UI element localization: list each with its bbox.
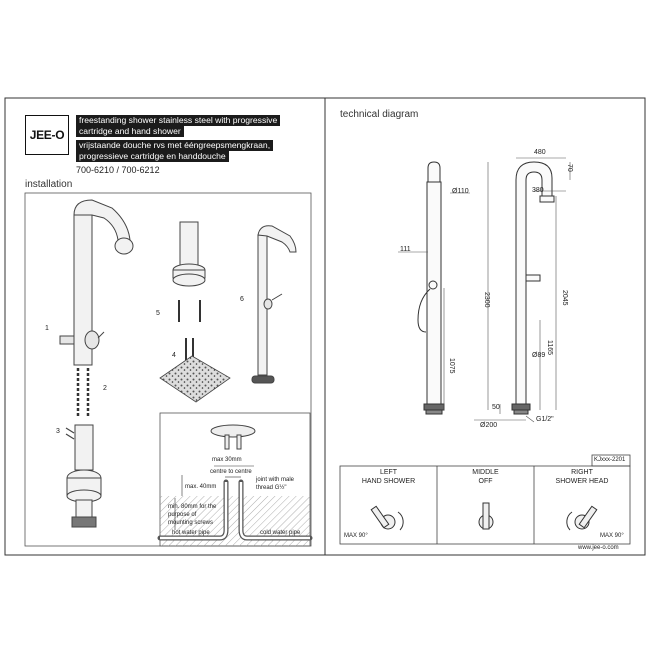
detail-ctc: centre to centre: [210, 469, 252, 475]
mode-middle-line2: OFF: [478, 478, 493, 485]
install-hoses: [76, 368, 90, 418]
step-3: 3: [56, 428, 60, 435]
install-hand-shower: [263, 293, 283, 310]
mode-middle-line1: MIDDLE: [472, 469, 499, 476]
dim-g12: G1/2": [536, 416, 554, 423]
install-column-lower: [66, 424, 102, 528]
dim-380: 380: [532, 187, 544, 194]
dim-1075: 1075: [448, 358, 455, 374]
mode-middle-handle: [478, 502, 494, 530]
title-en-line1: freestanding shower stainless steel with…: [76, 115, 281, 126]
mode-left-max: MAX 90°: [344, 533, 368, 539]
detail-min80-3: mounting screws: [168, 520, 214, 526]
step-6: 6: [240, 296, 244, 303]
dim-1165: 1165: [546, 340, 553, 356]
dim-111: 111: [400, 246, 411, 253]
tech-column-right: [511, 161, 555, 415]
step-4: 4: [172, 352, 176, 359]
install-bolts: [178, 300, 201, 360]
detail-joint-2: thread G½": [256, 485, 287, 491]
detail-plate: [210, 424, 256, 450]
mode-right-line1: RIGHT: [571, 469, 593, 476]
detail-cold-pipe: cold water pipe: [260, 530, 301, 536]
title-en-line2: cartridge and hand shower: [76, 126, 184, 137]
detail-min80-1: min. 80mm for the: [168, 504, 217, 510]
dim-480: 480: [534, 149, 546, 156]
detail-min80-2: purpose of: [168, 512, 197, 518]
technical-heading: technical diagram: [340, 109, 419, 120]
website[interactable]: www.jee-o.com: [578, 545, 619, 551]
detail-hot-pipe: hot water pipe: [172, 530, 210, 536]
jeeo-logo: JEE-O: [25, 115, 69, 155]
dim-2300: 2300: [483, 292, 490, 308]
detail-joint-1: joint with male: [256, 477, 295, 483]
dim-110: Ø110: [452, 188, 469, 195]
install-column-main: [73, 199, 134, 366]
step-5: 5: [156, 310, 160, 317]
tech-dimension-lines: [398, 157, 571, 423]
detail-max40: max. 40mm: [185, 484, 217, 490]
title-nl-line2: progressieve cartridge en handdouche: [76, 151, 229, 162]
title-nl-line1: vrijstaande douche rvs met ééngreepsmeng…: [76, 140, 274, 151]
mode-left-line2: HAND SHOWER: [361, 478, 416, 485]
installation-heading: installation: [25, 179, 73, 190]
step-1: 1: [45, 325, 49, 332]
modes-table: [339, 465, 631, 545]
install-step3-screws: [65, 427, 75, 440]
detail-max30: max 30mm: [212, 457, 242, 463]
step-2: 2: [103, 385, 107, 392]
install-column-right: [251, 225, 297, 384]
mode-left-handle: [370, 505, 404, 531]
mode-right-max: MAX 90°: [600, 533, 624, 539]
reference-code: KJxxx-2201: [594, 457, 626, 463]
mode-left-line1: LEFT: [379, 469, 398, 476]
right-panel-border: [324, 97, 646, 556]
tech-column-left: [417, 161, 445, 415]
dim-89: Ø89: [532, 352, 546, 359]
mode-right-line2: SHOWER HEAD: [555, 478, 609, 485]
ref-box: [591, 454, 631, 467]
install-mount: [172, 221, 206, 287]
dim-2045: 2045: [561, 290, 568, 306]
install-valve: [59, 330, 105, 350]
mode-right-handle: [566, 505, 598, 531]
dim-50: 50: [492, 404, 500, 411]
dim-70: 70: [566, 164, 573, 172]
joint-symbol: G½": [274, 485, 287, 491]
install-floor: [159, 355, 231, 403]
article-numbers: 700-6210 / 700-6212: [76, 165, 160, 175]
dim-200: Ø200: [480, 422, 498, 429]
